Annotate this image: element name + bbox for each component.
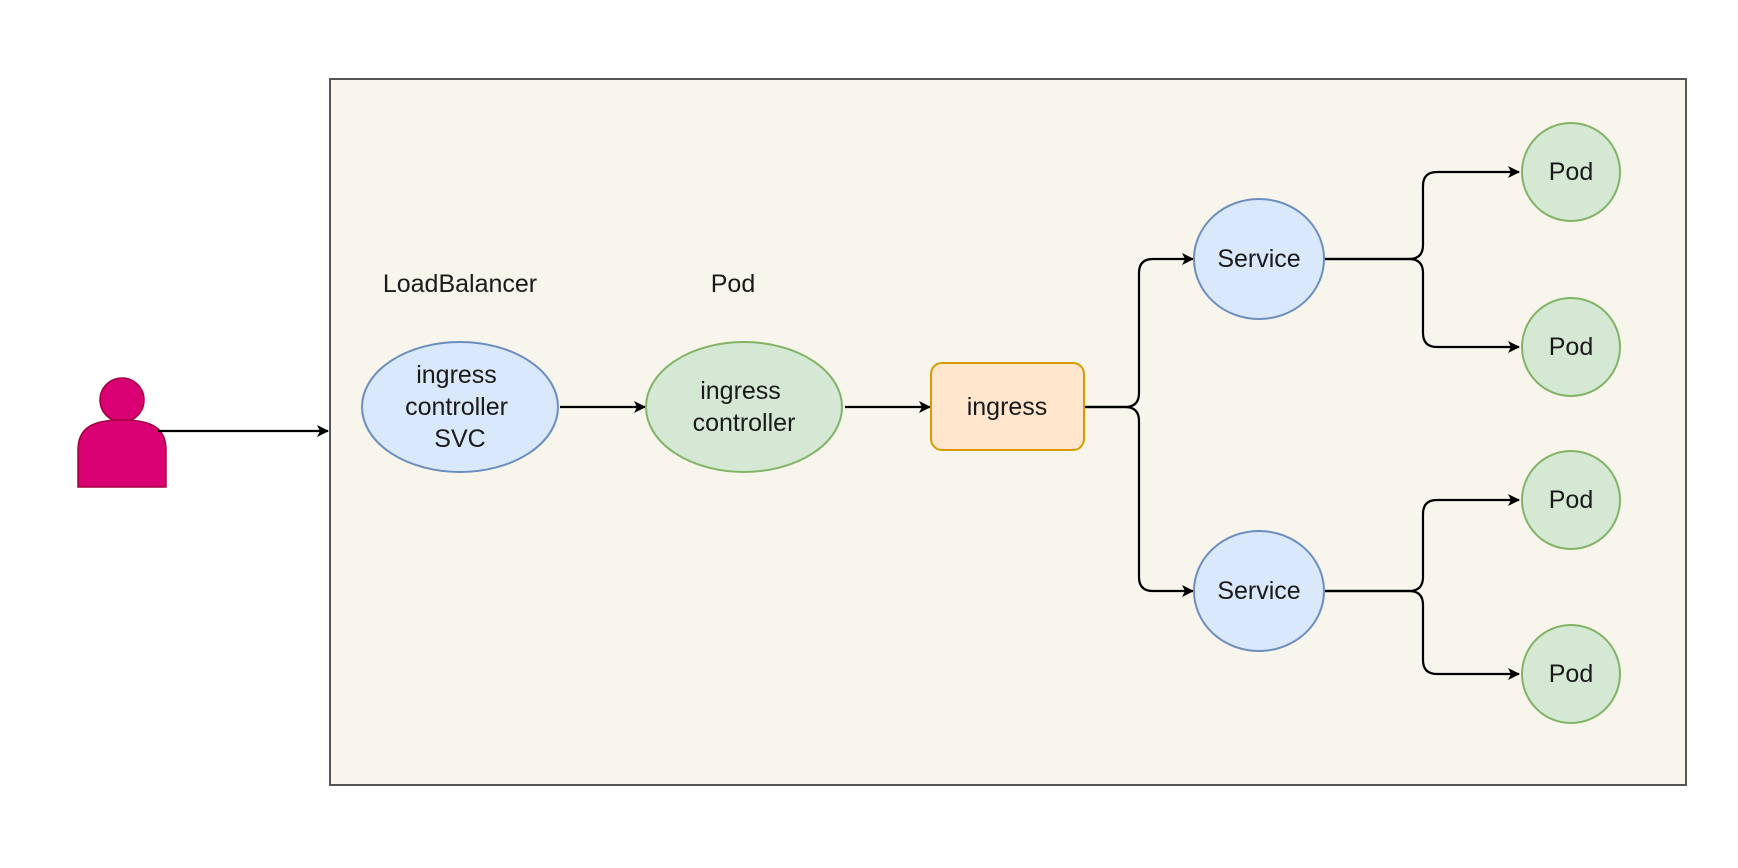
ingress-controller-svc-line-3: SVC xyxy=(434,425,485,453)
service-bottom-shape xyxy=(1193,530,1325,652)
pod-4-node: Pod xyxy=(1521,624,1621,724)
ingress-controller-line-2: controller xyxy=(693,409,796,437)
pod-4-shape xyxy=(1521,624,1621,724)
ingress-controller-label: ingress controller xyxy=(693,377,796,437)
edge-ingress-to-service-top xyxy=(1085,253,1194,409)
service-top-node: Service xyxy=(1193,198,1325,320)
pod-2-shape xyxy=(1521,297,1621,397)
ingress-label: ingress xyxy=(967,393,1048,421)
edge-service-bottom-to-pod-4 xyxy=(1325,589,1520,680)
service-bottom-label: Service xyxy=(1217,577,1300,605)
ingress-controller-svc-node: ingress controller SVC xyxy=(361,341,559,473)
load-balancer-label: LoadBalancer xyxy=(383,270,537,298)
ingress-controller-svc-line-1: ingress xyxy=(416,361,497,389)
ingress-controller-line-1: ingress xyxy=(700,377,781,405)
ingress-controller-svc-label: ingress controller SVC xyxy=(405,361,515,453)
edge-ingress-to-service-bottom xyxy=(1085,405,1194,597)
ingress-node: ingress xyxy=(930,362,1085,451)
pod-2-label: Pod xyxy=(1549,333,1593,361)
pod-2-node: Pod xyxy=(1521,297,1621,397)
user-icon xyxy=(77,377,167,488)
pod-1-label: Pod xyxy=(1549,158,1593,186)
pod-3-label: Pod xyxy=(1549,486,1593,514)
pod-4-label: Pod xyxy=(1549,660,1593,688)
user-head xyxy=(99,377,145,423)
service-bottom-node: Service xyxy=(1193,530,1325,652)
service-top-label: Service xyxy=(1217,245,1300,273)
ingress-controller-shape xyxy=(645,341,843,473)
pod-header-label: Pod xyxy=(711,270,755,298)
edge-service-top-to-pod-1 xyxy=(1325,166,1520,261)
ingress-controller-node: ingress controller xyxy=(645,341,843,473)
pod-3-shape xyxy=(1521,450,1621,550)
user-body xyxy=(77,419,167,488)
service-top-shape xyxy=(1193,198,1325,320)
pod-1-shape xyxy=(1521,122,1621,222)
pod-1-node: Pod xyxy=(1521,122,1621,222)
edge-service-bottom-to-pod-3 xyxy=(1325,494,1520,593)
ingress-shape xyxy=(930,362,1085,451)
edge-service-top-to-pod-2 xyxy=(1325,257,1520,353)
ingress-controller-svc-shape xyxy=(361,341,559,473)
pod-3-node: Pod xyxy=(1521,450,1621,550)
ingress-controller-svc-line-2: controller xyxy=(405,393,508,421)
